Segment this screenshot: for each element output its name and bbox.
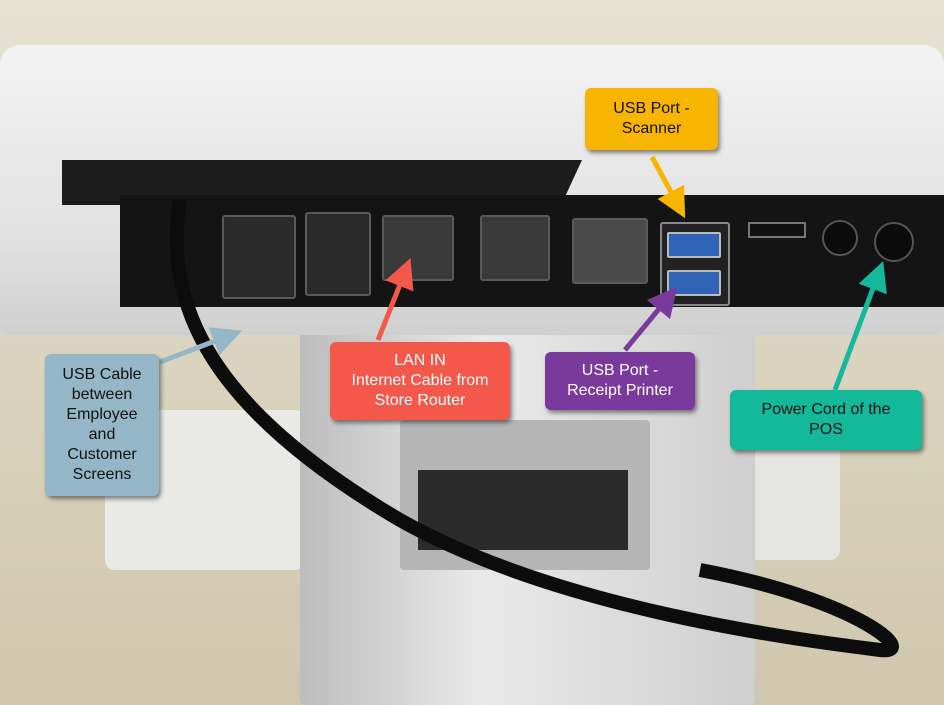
- callout-text: Power Cord of the: [761, 401, 891, 418]
- callout-lan-in: LAN IN Internet Cable from Store Router: [330, 342, 510, 420]
- callout-usb-cable: USB Cable between Employee and Customer …: [45, 354, 159, 496]
- usb-cable-arrow: [159, 327, 243, 365]
- callout-text: USB Cable: [62, 366, 142, 383]
- callout-text: Screens: [72, 466, 132, 483]
- usb-port-left: [222, 215, 296, 299]
- callout-text: Store Router: [374, 392, 466, 409]
- callout-text: Employee: [66, 406, 138, 423]
- callout-text: Receipt Printer: [567, 382, 673, 399]
- callout-text: and: [88, 426, 116, 443]
- power-arrow: [832, 260, 887, 391]
- receipt-printer-arrow: [623, 286, 678, 352]
- callout-text: between: [71, 386, 133, 403]
- callout-scanner-usb-port: USB Port - Scanner: [585, 88, 718, 150]
- rj45-port: [572, 218, 648, 284]
- callout-text: POS: [809, 421, 843, 438]
- callout-text: Customer: [67, 446, 137, 463]
- callout-receipt-printer-usb-port: USB Port - Receipt Printer: [545, 352, 695, 410]
- callout-text: LAN IN: [394, 352, 446, 369]
- scanner-arrow: [649, 155, 686, 219]
- bracket-opening: [418, 470, 628, 550]
- callout-text: Internet Cable from: [351, 372, 489, 389]
- power-jack: [874, 222, 914, 262]
- callout-text: USB Port -: [613, 100, 690, 117]
- callout-text: USB Port -: [581, 362, 659, 379]
- usb-cable: [169, 198, 899, 658]
- callout-power-cord: Power Cord of the POS: [730, 390, 922, 450]
- callout-text: Scanner: [621, 120, 682, 137]
- usb-port-scanner: [667, 232, 721, 258]
- card-slot: [748, 222, 806, 238]
- lan-in-arrow: [375, 258, 414, 341]
- audio-jack: [822, 220, 858, 256]
- lan-out-port: [480, 215, 550, 281]
- port-dio: [305, 212, 371, 296]
